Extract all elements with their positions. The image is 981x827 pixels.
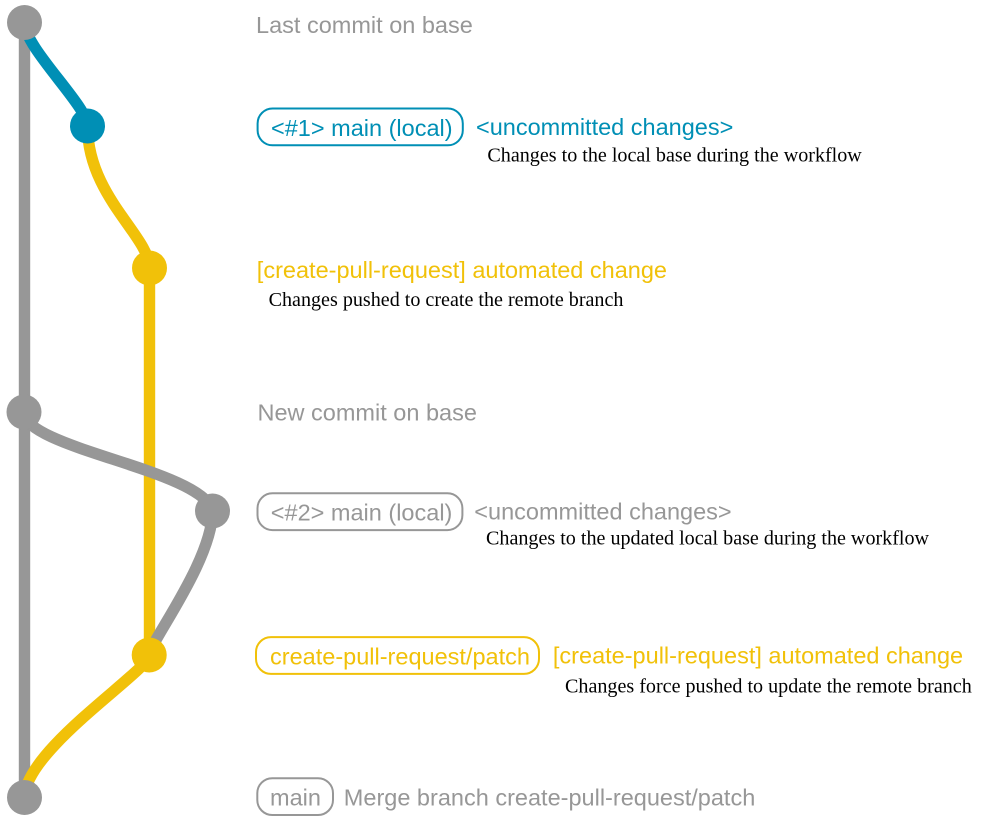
svg-text:create-pull-request/patch: create-pull-request/patch xyxy=(270,644,530,670)
svg-text:Changes pushed to create the r: Changes pushed to create the remote bran… xyxy=(269,289,624,311)
svg-text:Changes to the updated local b: Changes to the updated local base during… xyxy=(486,528,930,550)
svg-text:Changes force pushed to update: Changes force pushed to update the remot… xyxy=(565,675,972,697)
svg-text:<uncommitted changes>: <uncommitted changes> xyxy=(476,114,733,140)
svg-text:Last commit on base: Last commit on base xyxy=(256,12,473,38)
svg-text:<#1> main (local): <#1> main (local) xyxy=(271,115,453,141)
svg-text:New commit on base: New commit on base xyxy=(258,400,477,426)
svg-text:[create-pull-request] automate: [create-pull-request] automated change xyxy=(553,643,963,669)
svg-text:main: main xyxy=(270,785,321,811)
svg-text:[create-pull-request] automate: [create-pull-request] automated change xyxy=(257,257,667,283)
svg-text:<#2> main (local): <#2> main (local) xyxy=(271,500,453,526)
svg-text:Changes to the local base duri: Changes to the local base during the wor… xyxy=(487,145,862,167)
svg-text:Merge branch create-pull-reque: Merge branch create-pull-request/patch xyxy=(344,785,755,811)
svg-text:<uncommitted changes>: <uncommitted changes> xyxy=(474,498,731,524)
